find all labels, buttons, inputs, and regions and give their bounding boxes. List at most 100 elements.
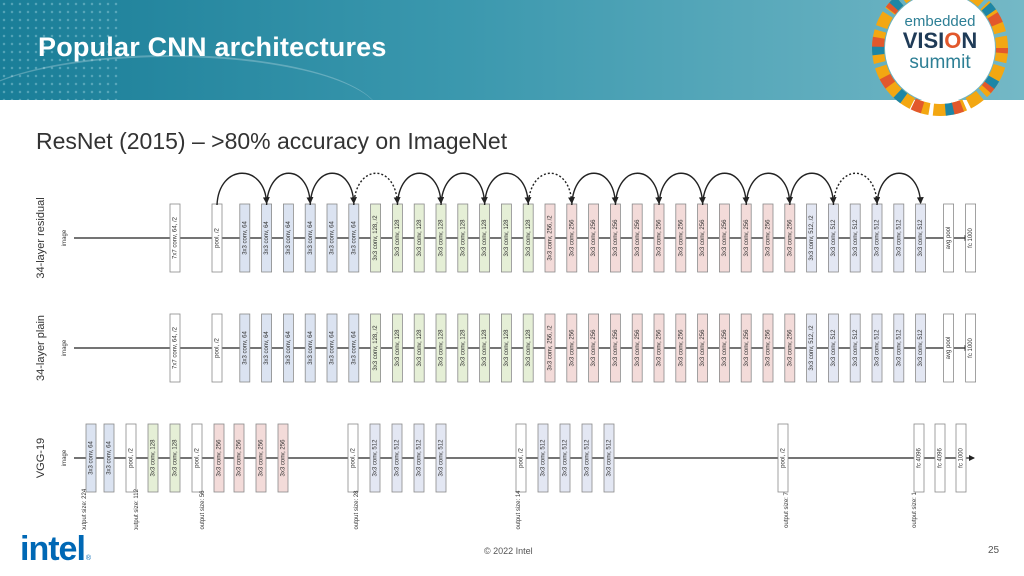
layer-label: 3x3 conv, 128: [173, 439, 179, 477]
layer-label: 3x3 conv, 64: [242, 221, 248, 255]
input-label: image: [62, 449, 68, 466]
layer-box: [282, 313, 294, 383]
layer-box: [370, 313, 382, 383]
output-size-label: output size: 28: [354, 490, 360, 530]
residual-skip-arc: [527, 172, 575, 206]
layer-label: pool, /2: [215, 337, 221, 357]
layer-label: 3x3 conv, 64: [264, 221, 270, 255]
layer-box: [326, 203, 338, 273]
layer-box: [457, 203, 469, 273]
layer-label: 3x3 conv, 256: [722, 329, 728, 367]
layer-label: 3x3 conv, 256: [635, 219, 641, 257]
residual-skip-arc: [353, 172, 401, 206]
title-bar: Popular CNN architectures: [0, 0, 1024, 100]
layer-label: 3x3 conv, 256: [217, 439, 223, 477]
layer-label: 3x3 conv, 64: [107, 441, 113, 475]
vgg-layer-box: [369, 423, 381, 493]
layer-box: [965, 203, 976, 273]
layer-label: 3x3 conv, 512: [875, 219, 881, 257]
page-number: 25: [988, 545, 1000, 556]
layer-label: fc 1000: [968, 337, 974, 357]
layer-box: [500, 203, 512, 273]
layer-label: 3x3 conv, 512, /2: [809, 325, 815, 371]
vgg-layer-box: [934, 423, 946, 493]
vgg-layer-box: [581, 423, 593, 493]
layer-box: [500, 313, 512, 383]
layer-label: 3x3 conv, 128, /2: [373, 215, 379, 261]
layer-box: [239, 203, 251, 273]
layer-box: [282, 203, 294, 273]
layer-label: 3x3 conv, 256: [237, 439, 243, 477]
layer-label: 3x3 conv, 256, /2: [548, 215, 554, 261]
layer-box: [893, 203, 905, 273]
layer-label: 3x3 conv, 256: [281, 439, 287, 477]
layer-label: 3x3 conv, 512: [875, 329, 881, 367]
input-label: image: [62, 229, 68, 246]
layer-label: 3x3 conv, 256: [678, 219, 684, 257]
layer-box: [348, 313, 360, 383]
vgg-layer-box: [391, 423, 403, 493]
layer-box: [211, 313, 223, 383]
layer-label: fc 1000: [968, 227, 974, 247]
layer-label: 3x3 conv, 64: [286, 221, 292, 255]
layer-box: [631, 313, 643, 383]
layer-label: 3x3 conv, 256: [657, 329, 663, 367]
layer-label: 3x3 conv, 256: [700, 329, 706, 367]
vgg-layer-box: [147, 423, 159, 493]
vgg-layer-box: [347, 423, 359, 493]
vgg-layer-box: [515, 423, 527, 493]
output-size-label: output size: 14: [516, 490, 522, 530]
layer-box: [719, 313, 730, 383]
layer-box: [697, 313, 708, 383]
residual-skip-arc: [658, 172, 706, 206]
layer-label: pool, /2: [129, 447, 135, 467]
layer-label: 7x7 conv, 64, /2: [173, 216, 179, 259]
layer-label: fc 1000: [959, 447, 965, 467]
layer-box: [413, 203, 425, 273]
vgg-layer-box: [913, 423, 925, 493]
layer-box: [828, 313, 839, 383]
vgg-layer-box: [169, 423, 181, 493]
layer-label: 3x3 conv, 64: [308, 221, 314, 255]
layer-label: pool, /2: [195, 447, 201, 467]
vgg-layer-box: [413, 423, 425, 493]
layer-label: 3x3 conv, 128: [504, 219, 510, 257]
layer-label: 3x3 conv, 64: [330, 221, 336, 255]
layer-label: 3x3 conv, 512: [373, 439, 379, 477]
layer-box: [544, 313, 556, 383]
copyright-text: © 2022 Intel: [484, 546, 533, 556]
layer-box: [544, 203, 556, 273]
layer-box: [762, 203, 774, 273]
vgg-layer-box: [603, 423, 615, 493]
layer-label: 3x3 conv, 128, /2: [373, 325, 379, 371]
layer-label: 3x3 conv, 64: [242, 331, 248, 365]
logo-ring: [872, 0, 1008, 116]
layer-label: 3x3 conv, 256: [787, 329, 793, 367]
layer-box: [588, 313, 599, 383]
layer-box: [675, 203, 687, 273]
layer-box: [740, 313, 752, 383]
row-label: VGG-19: [35, 438, 47, 478]
intel-logo: intel®: [20, 530, 91, 568]
layer-label: 3x3 conv, 256: [613, 329, 619, 367]
layer-box: [806, 313, 817, 383]
vgg-layer-box: [85, 423, 97, 493]
layer-label: 3x3 conv, 512: [585, 439, 591, 477]
logo-text-vision: VISION: [903, 28, 978, 53]
layer-box: [943, 203, 954, 273]
layer-box: [965, 313, 976, 383]
layer-box: [239, 313, 251, 383]
output-size-label: output size: 112: [134, 488, 140, 530]
residual-skip-arc: [832, 172, 881, 206]
vgg-layer-box: [255, 423, 267, 493]
layer-box: [479, 313, 491, 383]
layer-label: 3x3 conv, 256: [766, 329, 772, 367]
layer-label: 3x3 conv, 128: [151, 439, 157, 477]
layer-box: [849, 203, 861, 273]
vgg-layer-box: [435, 423, 447, 493]
layer-label: 3x3 conv, 256: [613, 219, 619, 257]
layer-label: 3x3 conv, 64: [286, 331, 292, 365]
layer-label: 7x7 conv, 64, /2: [173, 326, 179, 369]
layer-box: [719, 203, 730, 273]
layer-box: [631, 203, 643, 273]
